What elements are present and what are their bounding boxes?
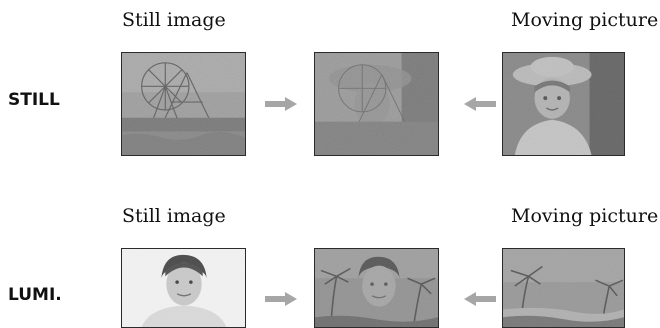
woman-portrait-photo bbox=[121, 248, 246, 328]
beach-palm-trees-photo bbox=[502, 248, 625, 328]
mode-label-lumi: LUMI. bbox=[8, 285, 62, 305]
ferris-wheel-photo bbox=[121, 52, 246, 156]
girl-in-hat-photo bbox=[502, 52, 625, 156]
superimposed-still-over-moving-photo bbox=[314, 52, 439, 156]
arrow-left-icon bbox=[464, 97, 496, 111]
woman-over-beach-photo bbox=[314, 248, 439, 328]
arrow-left-icon bbox=[464, 292, 496, 306]
still-image-label: Still image bbox=[122, 9, 226, 31]
moving-picture-label: Moving picture bbox=[511, 205, 659, 227]
moving-picture-label: Moving picture bbox=[511, 9, 659, 31]
mode-label-still: STILL bbox=[8, 90, 60, 110]
still-image-label: Still image bbox=[122, 205, 226, 227]
arrow-right-icon bbox=[265, 292, 297, 306]
arrow-right-icon bbox=[265, 97, 297, 111]
